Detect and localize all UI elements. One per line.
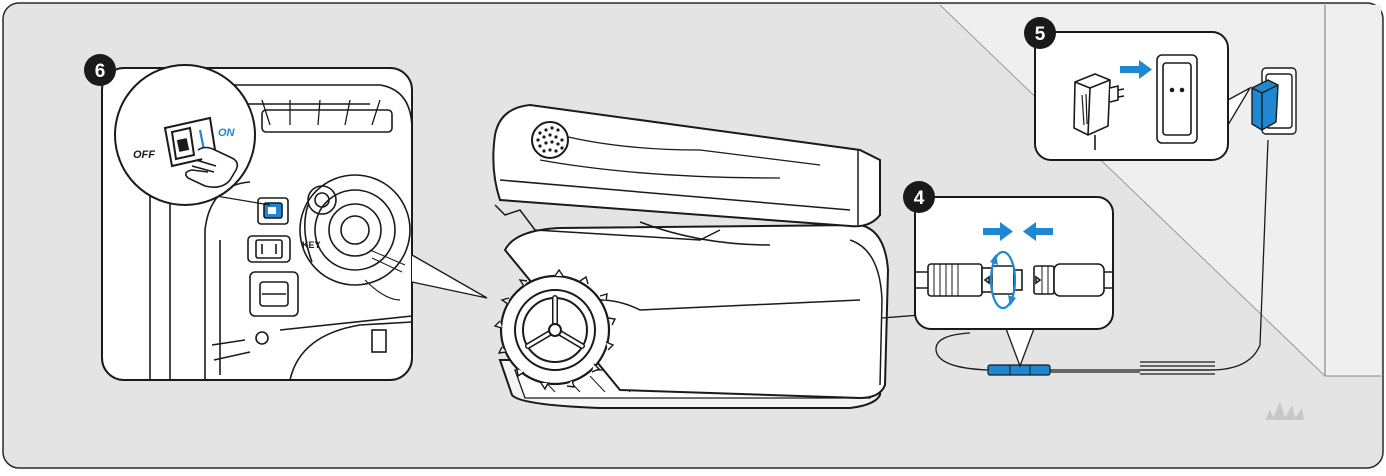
adapter-icon [1073,73,1125,150]
wall-adapter [1251,67,1297,135]
panel-6-callout-lines [411,254,488,299]
key-label: KEY [302,240,321,250]
svg-text:4: 4 [914,188,925,209]
switch-off-label: OFF [133,149,155,161]
switch-zoom-callout: OFF ON [114,64,271,206]
arrow-right-icon [983,222,1013,241]
switch-on-label: ON [218,127,236,139]
step-4-badge: 4 [903,181,935,213]
arrow-left-icon [1023,222,1053,241]
step-6-badge: 6 [84,54,116,86]
arrow-right-icon [1120,60,1152,79]
wall-outlet-icon [1156,54,1198,144]
hand-icon [184,146,239,188]
grass-logo-icon [1265,402,1304,420]
step-5-panel [1034,31,1252,161]
svg-text:5: 5 [1035,24,1046,45]
svg-text:6: 6 [95,61,106,82]
step-5-badge: 5 [1024,17,1056,49]
step-4-panel [914,196,1114,368]
power-cable [881,139,1269,375]
cable-connector [987,364,1051,376]
robot-mower [492,103,890,409]
